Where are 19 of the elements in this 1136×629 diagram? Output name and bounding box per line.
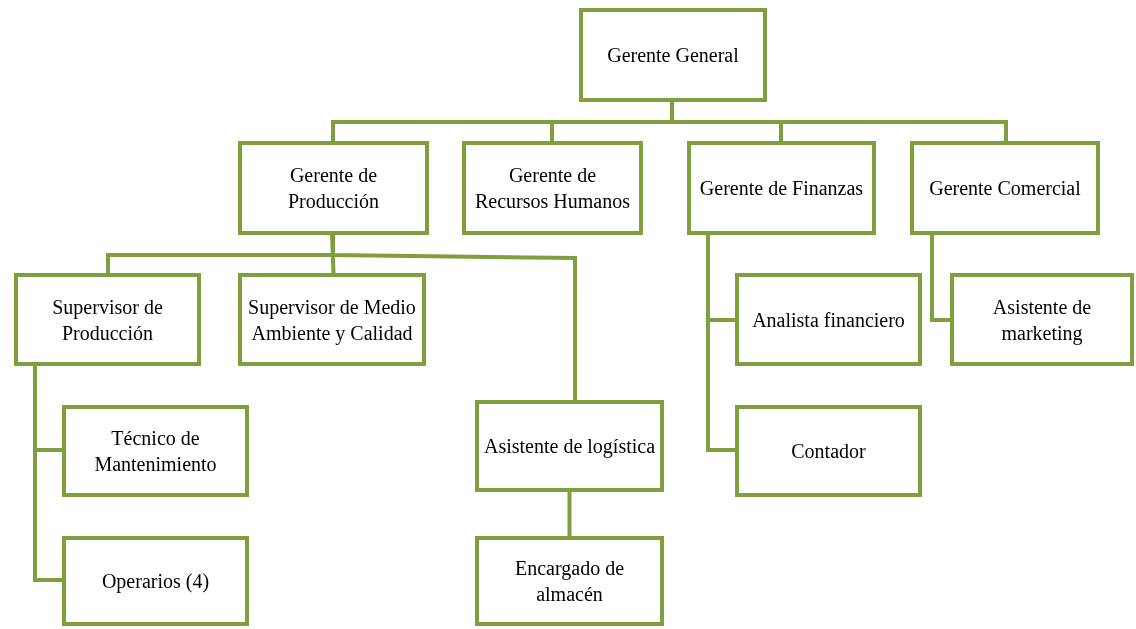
role-box: Gerente General xyxy=(579,8,767,102)
role-box: Asistente de marketing xyxy=(950,273,1134,366)
role-box: Asistente de logística xyxy=(475,400,664,492)
connector-line xyxy=(567,492,572,536)
role-box: Analista financiero xyxy=(735,273,922,366)
connector-line xyxy=(670,102,1008,141)
role-box: Operarios (4) xyxy=(62,536,249,626)
role-box: Gerente de Recursos Humanos xyxy=(462,141,643,235)
role-box: Supervisor de Producción xyxy=(14,273,201,366)
role-box: Gerente Comercial xyxy=(910,141,1100,235)
connector-line xyxy=(33,366,62,582)
role-box: Gerente de Finanzas xyxy=(687,141,876,235)
role-box: Supervisor de Medio Ambiente y Calidad xyxy=(238,273,426,366)
connector-line xyxy=(330,234,336,274)
connector-line xyxy=(930,235,950,322)
role-box: Técnico de Mantenimiento xyxy=(62,405,249,497)
role-box: Gerente de Producción xyxy=(238,141,429,235)
role-box: Encargado de almacén xyxy=(475,536,664,626)
role-box: Contador xyxy=(735,405,922,497)
